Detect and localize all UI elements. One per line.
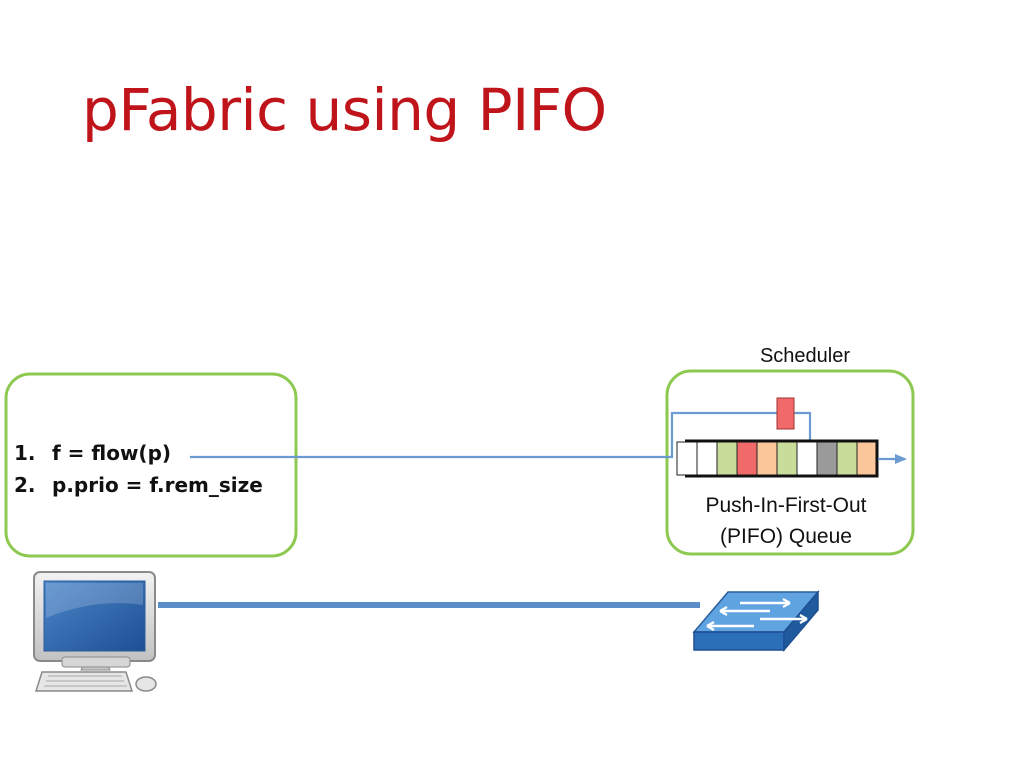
queue-slot <box>797 442 817 475</box>
queue-slot <box>857 442 877 475</box>
scheduler-label: Scheduler <box>730 345 880 368</box>
step-2-number: 2. <box>14 469 52 501</box>
queue-slot <box>737 442 757 475</box>
queue-slot <box>717 442 737 475</box>
queue-label: Push-In-First-Out (PIFO) Queue <box>670 490 902 552</box>
queue-slot <box>817 442 837 475</box>
queue-label-line1: Push-In-First-Out <box>670 490 902 521</box>
program-steps: 1.f = flow(p) 2.p.prio = f.rem_size <box>14 437 263 501</box>
queue-label-line2: (PIFO) Queue <box>670 521 902 552</box>
incoming-packet <box>777 398 794 429</box>
pifo-queue <box>677 440 877 478</box>
step-1: 1.f = flow(p) <box>14 437 263 469</box>
queue-slot <box>777 442 797 475</box>
queue-slot <box>677 442 697 475</box>
step-1-number: 1. <box>14 437 52 469</box>
network-switch-icon <box>694 592 818 650</box>
queue-slot <box>697 442 717 475</box>
queue-slot <box>757 442 777 475</box>
queue-slot <box>837 442 857 475</box>
step-2-code: p.prio = f.rem_size <box>52 473 263 497</box>
step-1-code: f = flow(p) <box>52 441 171 465</box>
desktop-computer-icon <box>34 572 156 691</box>
step-2: 2.p.prio = f.rem_size <box>14 469 263 501</box>
